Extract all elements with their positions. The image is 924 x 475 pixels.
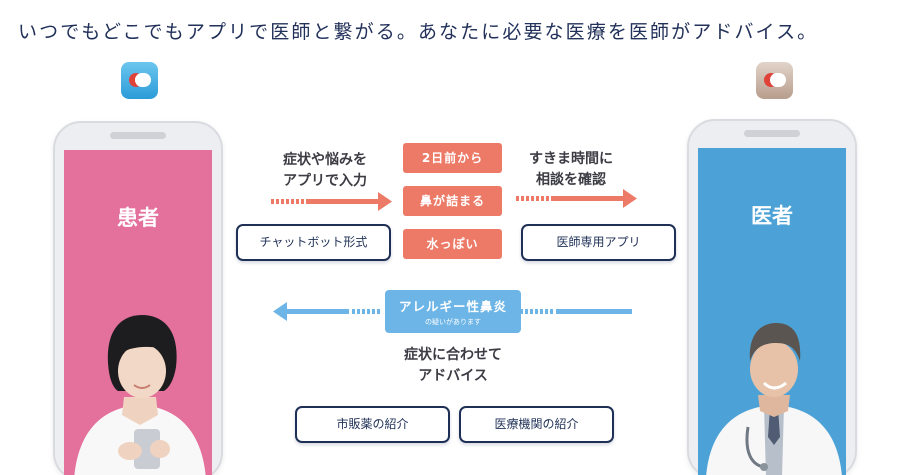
advice-caption-line1: 症状に合わせて [404, 347, 502, 363]
diagnosis-subtitle: の疑いがあります [425, 318, 481, 326]
input-caption: 症状や悩みを アプリで入力 [272, 150, 378, 192]
arrow-app-to-doctor [516, 189, 637, 208]
otc-medicine-button[interactable]: 市販薬の紹介 [295, 406, 450, 443]
advice-caption-line2: アドバイス [418, 368, 488, 384]
phone-notch [744, 130, 800, 137]
symptom-tag: 水っぽい [403, 229, 502, 259]
app-logo-white-pill [135, 73, 151, 87]
patient-person-illustration [74, 315, 206, 475]
patient-phone: 患者 [53, 121, 223, 475]
arrow-diagnosis-to-patient [273, 302, 380, 321]
diagnosis-badge: アレルギー性鼻炎 の疑いがあります [385, 290, 521, 333]
advice-caption: 症状に合わせて アドバイス [388, 345, 518, 387]
check-caption-line1: すきま時間に [529, 151, 613, 167]
doctor-phone: 医者 [687, 119, 857, 475]
arrow-doctor-to-diagnosis [520, 309, 632, 314]
doctor-phone-screen: 医者 [698, 148, 846, 475]
patient-label: 患者 [117, 206, 159, 230]
input-caption-line2: アプリで入力 [283, 173, 367, 189]
arrow-patient-to-app [271, 192, 392, 211]
diagnosis-title: アレルギー性鼻炎 [398, 299, 507, 314]
patient-app-icon[interactable] [121, 62, 158, 99]
app-logo-white-pill [770, 73, 786, 87]
doctor-app-icon[interactable] [756, 62, 793, 99]
phone-notch [110, 132, 166, 139]
doctor-app-button[interactable]: 医師専用アプリ [521, 224, 676, 261]
doctor-label: 医者 [751, 204, 793, 228]
symptom-tag: 2日前から [403, 143, 502, 173]
medical-institution-button[interactable]: 医療機関の紹介 [459, 406, 614, 443]
chatbot-format-button[interactable]: チャットボット形式 [236, 224, 391, 261]
input-caption-line1: 症状や悩みを [283, 152, 367, 168]
check-caption: すきま時間に 相談を確認 [519, 149, 623, 191]
doctor-person-illustration [706, 323, 842, 475]
headline: いつでもどこでもアプリで医師と繋がる。あなたに必要な医療を医師がアドバイス。 [18, 21, 819, 43]
check-caption-line2: 相談を確認 [536, 172, 606, 188]
symptom-tag: 鼻が詰まる [403, 186, 502, 216]
patient-phone-screen: 患者 [64, 150, 212, 475]
